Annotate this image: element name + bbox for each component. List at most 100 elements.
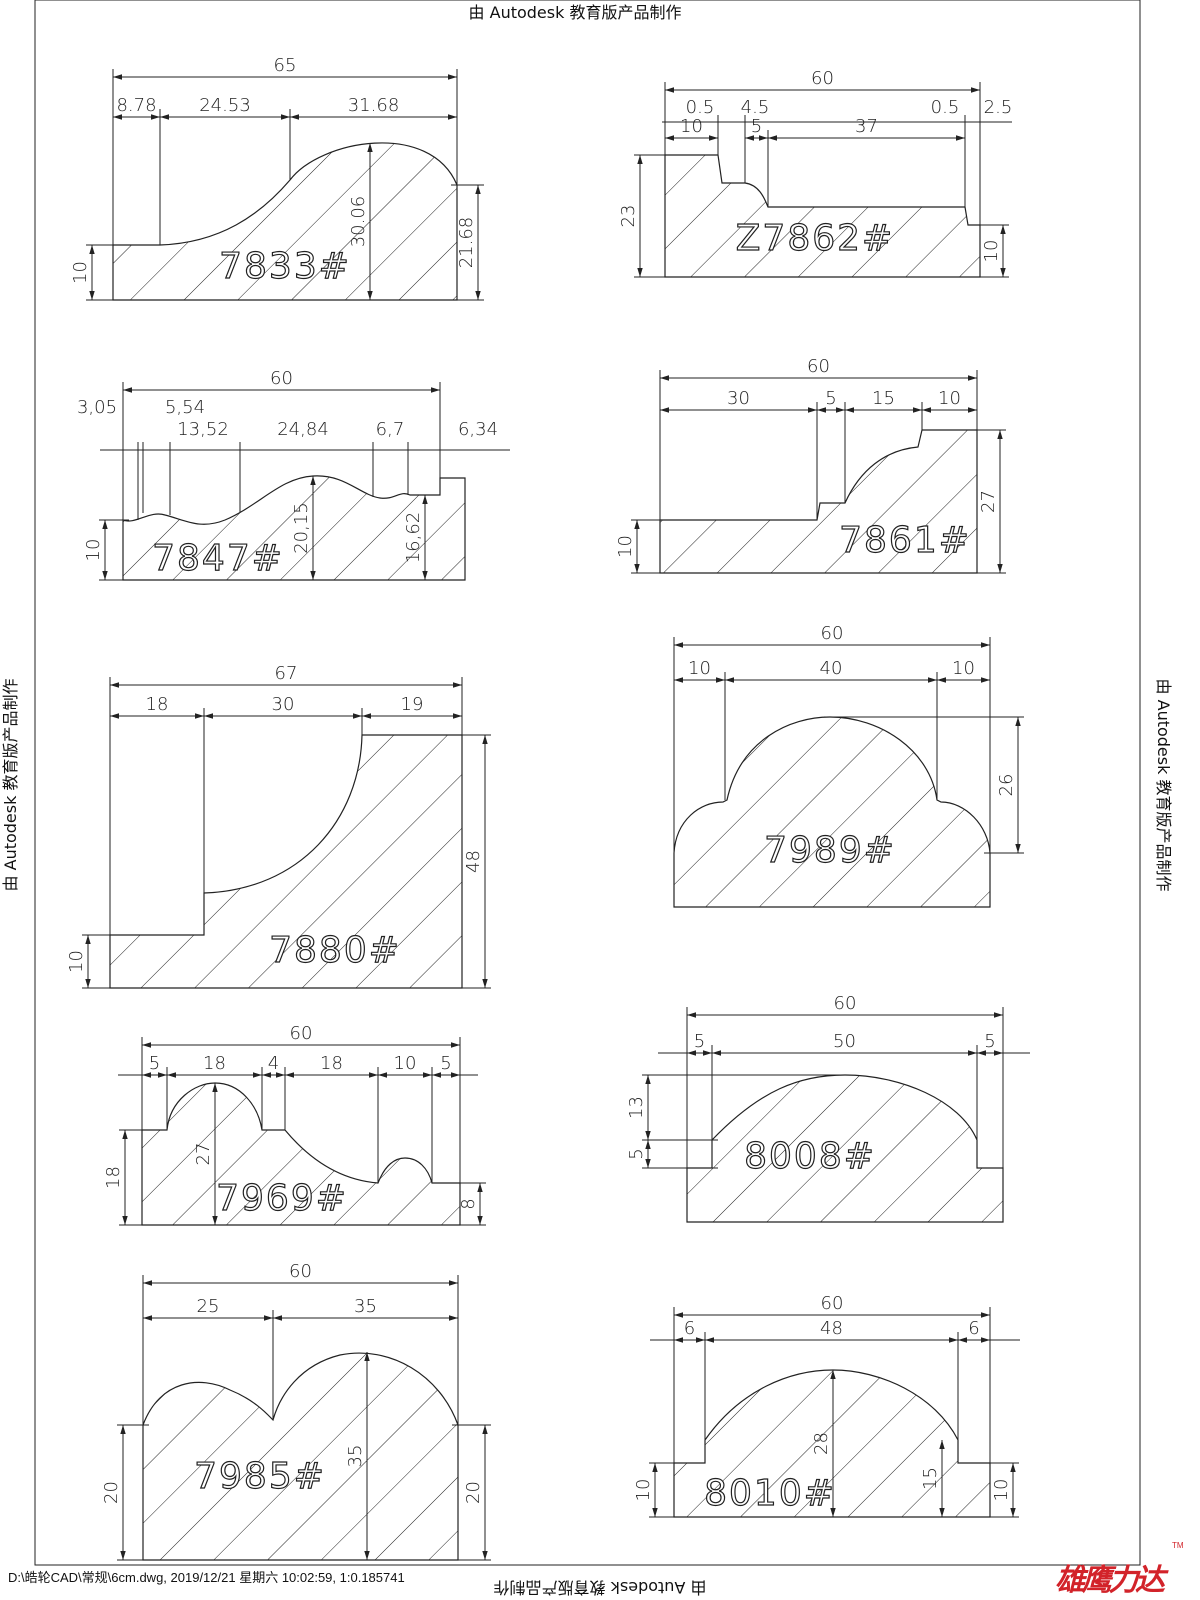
dimension-value: 0.5 <box>931 97 960 118</box>
dimension-value: 24,84 <box>277 419 329 440</box>
dimension-value: 6 <box>684 1318 695 1339</box>
trademark-mark: TM <box>1172 1541 1184 1550</box>
dimension-value: 4 <box>268 1053 279 1074</box>
profile-outline <box>673 716 991 908</box>
dimension-value: 10 <box>981 240 1002 263</box>
profile-label: 7969# <box>216 1178 348 1219</box>
profile-outline <box>664 154 981 278</box>
dimension-value: 6 <box>968 1318 979 1339</box>
dimension-value: 21.68 <box>456 217 477 269</box>
molding-profile: 7969# 60 5 18 4 18 10 5 18 27 8 <box>103 1023 486 1226</box>
dimension-value: 25 <box>197 1296 220 1317</box>
dimension-value: 35 <box>354 1296 377 1317</box>
molding-profile: 7880# 67 18 30 19 10 48 <box>66 663 491 989</box>
watermark-right: 由 Autodesk 教育版产品制作 <box>1154 679 1173 892</box>
dimension-value: 8 <box>458 1198 479 1209</box>
dimension-value: 60 <box>821 1293 844 1314</box>
dimension-value: 30 <box>727 388 750 409</box>
dimension-value: 30 <box>272 694 295 715</box>
dimension-value: 30.06 <box>348 196 369 248</box>
dimension-value: 8.78 <box>116 95 156 116</box>
dimension-value: 50 <box>833 1031 856 1052</box>
dimension-value: 60 <box>834 993 857 1014</box>
drawing-frame <box>34 0 1141 1566</box>
watermark-left: 由 Autodesk 教育版产品制作 <box>1 679 20 892</box>
watermark-top: 由 Autodesk 教育版产品制作 <box>469 3 682 22</box>
dimension-value: 60 <box>821 623 844 644</box>
dimension-value: 10 <box>952 658 975 679</box>
dimension-value: 13,52 <box>177 419 229 440</box>
dimension-value: 27 <box>193 1143 214 1166</box>
dimension-value: 48 <box>463 850 484 873</box>
dimension-value: 60 <box>807 356 830 377</box>
dimension-value: 10 <box>991 1479 1012 1502</box>
dimension-value: 19 <box>401 694 424 715</box>
dimension-value: 5 <box>825 388 836 409</box>
profile-label: Z7862# <box>736 218 894 259</box>
dimension-value: 5 <box>149 1053 160 1074</box>
dimension-value: 15 <box>872 388 895 409</box>
dimension-value: 10 <box>633 1479 654 1502</box>
profile-label: 7880# <box>269 930 401 971</box>
dimension-value: 18 <box>146 694 169 715</box>
dimension-value: 60 <box>290 1023 313 1044</box>
dimension-value: 5 <box>626 1148 647 1159</box>
dimension-value: 18 <box>320 1053 343 1074</box>
profile-label: 7989# <box>764 830 896 871</box>
dimension-value: 48 <box>820 1318 843 1339</box>
profile-label: 7847# <box>152 538 284 579</box>
dimension-value: 35 <box>345 1445 366 1468</box>
dimension-value: 5 <box>440 1053 451 1074</box>
molding-profile: 8010# 60 6 48 6 10 28 15 10 <box>633 1293 1020 1518</box>
profile-outline <box>122 475 466 581</box>
profile-outline <box>142 1352 459 1561</box>
dimension-value: 6,34 <box>458 419 498 440</box>
dimension-value: 3,05 <box>77 397 117 418</box>
dimension-value: 31.68 <box>348 95 400 116</box>
dimension-value: 10 <box>83 539 104 562</box>
dimension-value: 20 <box>463 1481 484 1504</box>
dimension-value: 5 <box>984 1031 995 1052</box>
brand-logo: 雄鹰力达 <box>1055 1563 1169 1598</box>
dimension-value: 20 <box>101 1481 122 1504</box>
dimension-value: 18 <box>103 1166 124 1189</box>
profile-label: 7861# <box>839 520 971 561</box>
dimension-value: 5,54 <box>165 397 205 418</box>
dimension-value: 10 <box>615 535 636 558</box>
dimension-value: 15 <box>920 1467 941 1490</box>
dimension-value: 4.5 <box>741 97 770 118</box>
dimension-value: 10 <box>680 116 703 137</box>
profile-outline <box>109 734 463 989</box>
dimension-value: 18 <box>203 1053 226 1074</box>
dimension-value: 10 <box>688 658 711 679</box>
profile-label: 7985# <box>194 1456 326 1497</box>
dimension-value: 28 <box>811 1432 832 1455</box>
file-info: D:\皓轮CAD\常规\6cm.dwg, 2019/12/21 星期六 10:0… <box>8 1570 405 1585</box>
dimension-value: 0.5 <box>686 97 715 118</box>
dimension-value: 13 <box>626 1096 647 1119</box>
dimension-value: 20,15 <box>291 502 312 554</box>
dimension-value: 67 <box>275 663 298 684</box>
profile-label: 7833# <box>219 246 351 287</box>
dimension-value: 40 <box>820 658 843 679</box>
dimension-value: 10 <box>394 1053 417 1074</box>
profile-label: 8010# <box>704 1473 836 1514</box>
dimension-value: 27 <box>978 490 999 513</box>
watermark-bottom: 由 Autodesk 教育版产品制作 <box>494 1578 707 1597</box>
dimension-value: 23 <box>618 205 639 228</box>
dimension-value: 60 <box>811 68 834 89</box>
dimension-value: 16,62 <box>403 512 424 564</box>
profile-outline <box>141 1082 461 1226</box>
dimension-value: 60 <box>270 368 293 389</box>
dimension-value: 5 <box>694 1031 705 1052</box>
dimension-value: 10 <box>66 950 87 973</box>
dimension-value: 2.5 <box>984 97 1013 118</box>
